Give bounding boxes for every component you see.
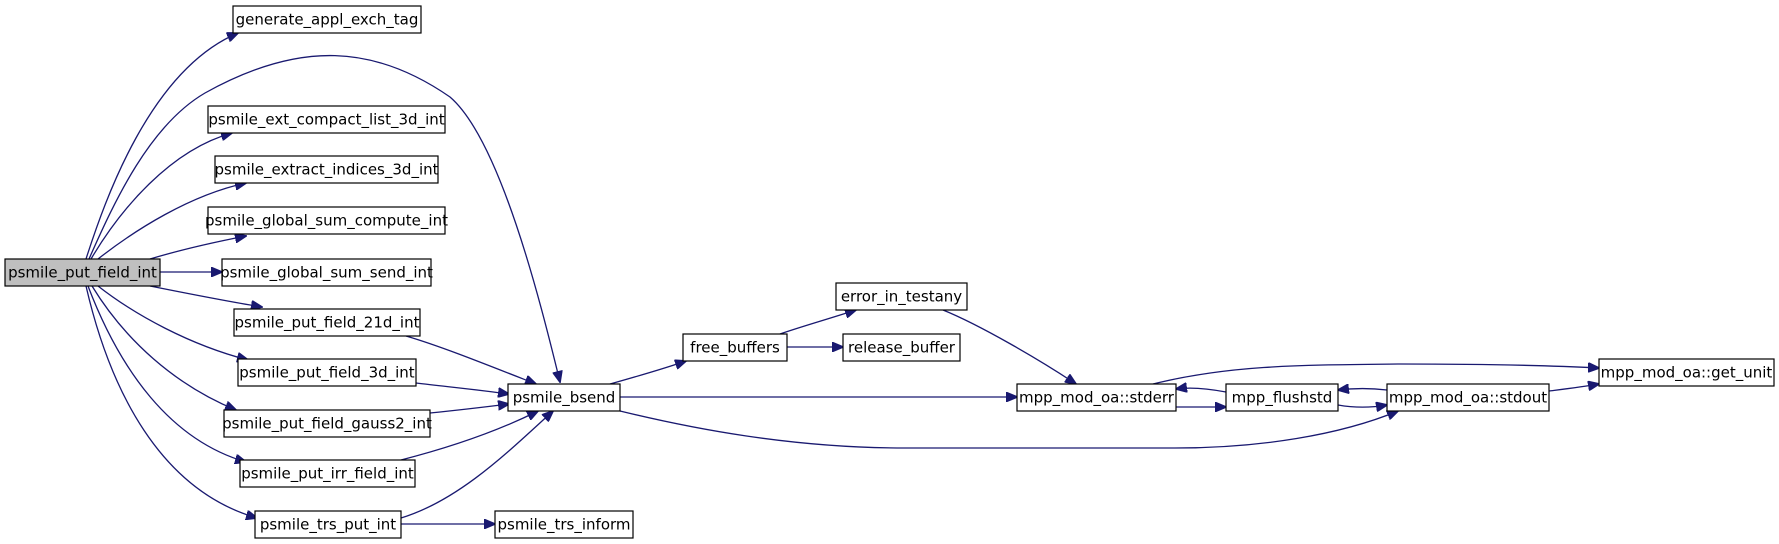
node-box <box>494 510 634 539</box>
node-box <box>239 459 416 488</box>
node-extract-idx[interactable]: psmile_extract_indices_3d_int <box>214 155 439 184</box>
node-flushstd[interactable]: mpp_flushstd <box>1225 383 1339 412</box>
node-box <box>1386 383 1550 412</box>
node-label: mpp_flushstd <box>1232 389 1333 408</box>
edge-error_testany-to-stderr <box>942 309 1076 384</box>
edge-bsend-to-free_buffers <box>609 361 686 385</box>
node-label: psmile_ext_compact_list_3d_int <box>208 111 444 130</box>
node-box <box>254 510 402 539</box>
node-put-3d[interactable]: psmile_put_field_3d_int <box>237 358 417 387</box>
node-put-gauss2[interactable]: psmile_put_field_gauss2_int <box>222 409 432 438</box>
node-box <box>682 333 788 362</box>
node-box <box>233 308 421 337</box>
node-label: generate_appl_exch_tag <box>236 11 419 30</box>
edge-flushstd-to-stdout <box>1337 405 1387 407</box>
node-label: mpp_mod_oa::stdout <box>1389 389 1547 408</box>
node-label: psmile_put_field_3d_int <box>239 364 415 383</box>
edge-put_field_int-to-bsend <box>88 54 560 382</box>
edge-put_gauss2-to-bsend <box>429 404 509 414</box>
node-label: psmile_put_field_gauss2_int <box>222 415 432 434</box>
edge-put_field_int-to-ext_compact <box>90 133 232 260</box>
node-put-field-int[interactable]: psmile_put_field_int <box>4 258 161 287</box>
node-free-buffers[interactable]: free_buffers <box>682 333 788 362</box>
node-label: psmile_trs_inform <box>497 516 630 535</box>
node-label: psmile_trs_put_int <box>260 516 396 535</box>
edge-trs_put-to-bsend <box>400 411 553 519</box>
edge-put_field_int-to-put_irr <box>87 285 246 462</box>
node-box <box>223 409 431 438</box>
edge-bsend-to-stdout <box>619 411 1398 449</box>
node-label: error_in_testany <box>841 288 962 307</box>
edge-put_field_int-to-extract_idx <box>97 183 246 260</box>
edge-put_irr-to-bsend <box>400 411 538 461</box>
node-box <box>507 383 621 412</box>
edge-put_field_int-to-put_gauss2 <box>91 285 236 410</box>
edge-put_field_int-to-gen_tag <box>85 33 238 260</box>
node-box <box>1225 383 1339 412</box>
node-label: free_buffers <box>690 339 780 358</box>
node-box <box>221 258 432 287</box>
node-label: psmile_put_field_int <box>8 264 157 283</box>
node-label: mpp_mod_oa::get_unit <box>1601 364 1773 383</box>
edge-flushstd-to-stderr <box>1176 388 1227 392</box>
node-box <box>214 155 439 184</box>
node-label: psmile_put_irr_field_int <box>241 465 414 484</box>
node-box <box>4 258 161 287</box>
node-gen-tag[interactable]: generate_appl_exch_tag <box>232 5 422 34</box>
node-box <box>1598 358 1775 387</box>
node-label: release_buffer <box>848 339 956 358</box>
node-put-21d[interactable]: psmile_put_field_21d_int <box>233 308 421 337</box>
edge-free_buffers-to-error_testany <box>779 310 856 335</box>
node-release-buffer[interactable]: release_buffer <box>842 333 961 362</box>
node-bsend[interactable]: psmile_bsend <box>507 383 621 412</box>
node-box <box>232 5 422 34</box>
edge-put_field_int-to-put_21d <box>149 285 262 307</box>
node-error-testany[interactable]: error_in_testany <box>835 282 968 311</box>
node-label: psmile_extract_indices_3d_int <box>215 161 439 180</box>
node-label: psmile_bsend <box>513 389 616 408</box>
edge-put_3d-to-bsend <box>415 382 509 394</box>
node-box <box>842 333 961 362</box>
node-box <box>207 105 446 134</box>
node-get-unit[interactable]: mpp_mod_oa::get_unit <box>1598 358 1775 387</box>
edges-layer <box>85 33 1599 524</box>
node-stdout[interactable]: mpp_mod_oa::stdout <box>1386 383 1550 412</box>
nodes-layer: psmile_put_field_int generate_appl_exch_t… <box>4 5 1775 539</box>
node-box <box>1016 383 1177 412</box>
node-label: psmile_global_sum_send_int <box>220 264 433 283</box>
edge-put_21d-to-bsend <box>405 335 536 384</box>
node-trs-put[interactable]: psmile_trs_put_int <box>254 510 402 539</box>
node-ext-compact[interactable]: psmile_ext_compact_list_3d_int <box>207 105 446 134</box>
node-label: psmile_put_field_21d_int <box>235 314 420 333</box>
node-box <box>237 358 417 387</box>
edge-put_field_int-to-trs_put <box>85 285 257 518</box>
node-gsum-compute[interactable]: psmile_global_sum_compute_int <box>205 206 448 235</box>
edge-stdout-to-get_unit <box>1548 384 1599 392</box>
node-box <box>835 282 968 311</box>
node-gsum-send[interactable]: psmile_global_sum_send_int <box>220 258 433 287</box>
node-put-irr[interactable]: psmile_put_irr_field_int <box>239 459 416 488</box>
node-trs-inform[interactable]: psmile_trs_inform <box>494 510 634 539</box>
edge-stderr-to-get_unit <box>1152 364 1599 385</box>
node-stderr[interactable]: mpp_mod_oa::stderr <box>1016 383 1177 412</box>
edge-put_field_int-to-put_3d <box>97 285 248 360</box>
edge-stdout-to-flushstd <box>1338 389 1388 391</box>
node-box <box>207 206 446 235</box>
edge-put_field_int-to-gsum_compute <box>149 236 246 260</box>
node-label: psmile_global_sum_compute_int <box>205 212 448 231</box>
node-label: mpp_mod_oa::stderr <box>1019 389 1175 408</box>
